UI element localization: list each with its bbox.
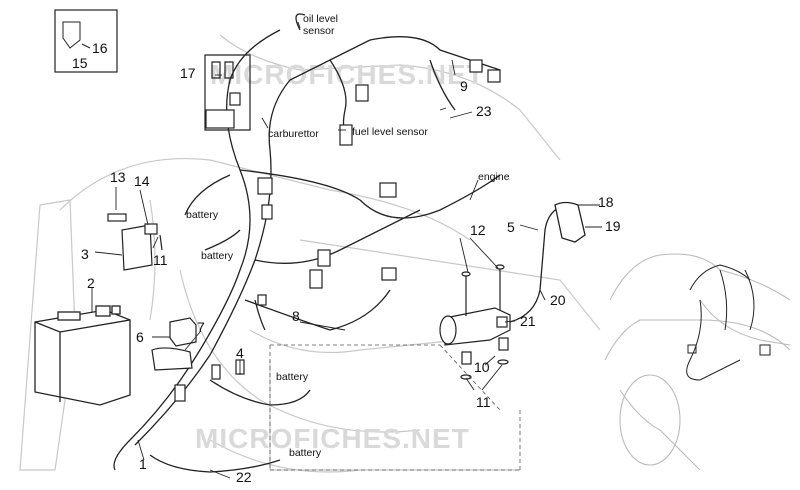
part-number-17: 17 bbox=[180, 65, 196, 81]
part-number-15: 15 bbox=[72, 55, 88, 71]
battery-icon bbox=[34, 305, 131, 406]
part-number-1: 1 bbox=[139, 456, 147, 472]
part-numbers: 1 2 3 4 5 6 7 8 9 10 11 11 12 13 14 15 1… bbox=[72, 40, 621, 485]
part-number-18: 18 bbox=[598, 194, 614, 210]
part-number-19: 19 bbox=[605, 218, 621, 234]
engine-label: engine bbox=[478, 171, 510, 183]
watermark-top: MICROFICHES.NET bbox=[210, 59, 485, 90]
ignition-coil bbox=[439, 264, 511, 380]
part-number-2: 2 bbox=[87, 275, 95, 291]
fuse-icon bbox=[62, 21, 81, 49]
part-number-6: 6 bbox=[136, 329, 144, 345]
part-number-22: 22 bbox=[236, 469, 252, 485]
leader-lines bbox=[91, 21, 602, 479]
battery-label-1: battery bbox=[186, 209, 219, 221]
scooter-wiring bbox=[686, 264, 771, 381]
oil-level-sensor-label-2: sensor bbox=[303, 25, 335, 37]
part-number-11-spacer: 11 bbox=[476, 394, 491, 410]
part-number-13: 13 bbox=[110, 169, 126, 185]
relay-box bbox=[204, 54, 251, 131]
battery-label-3: battery bbox=[276, 371, 309, 383]
part-number-16: 16 bbox=[92, 40, 108, 56]
part-number-20: 20 bbox=[550, 292, 566, 308]
part-number-4: 4 bbox=[236, 345, 244, 361]
part-number-11-fuse: 11 bbox=[153, 252, 168, 268]
fuel-level-sensor-label: fuel level sensor bbox=[352, 126, 428, 138]
relay-6 bbox=[151, 317, 197, 371]
fuse-kit-frame bbox=[54, 9, 118, 73]
part-number-7: 7 bbox=[197, 319, 205, 335]
part-number-10: 10 bbox=[474, 359, 490, 375]
fuse-kit bbox=[54, 9, 118, 73]
part-number-8: 8 bbox=[292, 308, 300, 324]
part-number-5: 5 bbox=[507, 219, 515, 235]
part-number-12: 12 bbox=[470, 222, 486, 238]
battery-label-2: battery bbox=[201, 250, 234, 262]
leader-16 bbox=[81, 43, 91, 49]
part-number-21: 21 bbox=[520, 313, 536, 329]
battery-label-4: battery bbox=[289, 447, 322, 459]
part-number-23: 23 bbox=[476, 103, 492, 119]
part-number-9: 9 bbox=[460, 78, 468, 94]
watermark-bottom: MICROFICHES.NET bbox=[195, 423, 470, 454]
oil-level-sensor-label-1: oil level bbox=[303, 13, 338, 25]
dashed-lines bbox=[269, 344, 521, 471]
carburettor-label: carburettor bbox=[268, 128, 319, 140]
part-number-3: 3 bbox=[81, 246, 89, 262]
connectors bbox=[174, 59, 501, 402]
scooter-silhouette bbox=[604, 253, 791, 471]
ht-lead bbox=[509, 201, 586, 323]
part-number-14: 14 bbox=[134, 173, 150, 189]
fuse-holder bbox=[107, 213, 163, 271]
callout-labels: oil level sensor carburettor fuel level … bbox=[186, 13, 510, 459]
frame-outline bbox=[19, 34, 601, 473]
